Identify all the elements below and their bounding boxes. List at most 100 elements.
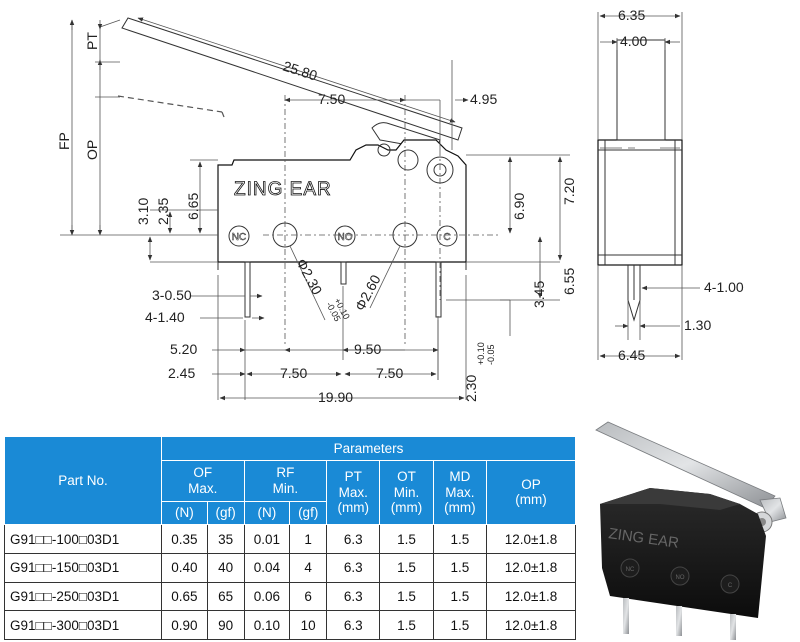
drawing-terminal-no: NO (338, 232, 353, 243)
dim-7-50-right: 7.50 (376, 365, 403, 381)
dim-fp: FP (56, 132, 72, 150)
lever-free-tip (221, 111, 225, 118)
table-cell: 0.10 (243, 610, 291, 640)
side-view (597, 39, 683, 322)
dim-6-35: 6.35 (618, 7, 645, 23)
table-cell: 0.35 (161, 524, 208, 554)
dim-2-30-pin-tol-top: +0.10 (476, 342, 486, 365)
table-cell: 0.01 (243, 524, 291, 554)
dim-25-80: 25.80 (281, 58, 319, 84)
table-cell: 10 (289, 610, 328, 640)
header-rf-unit-gf: (gf) (289, 500, 328, 526)
table-cell: 0.40 (161, 553, 208, 583)
part-number-cell: G91□□-300□03D1 (4, 610, 162, 640)
dim-3-0-50: 3-0.50 (152, 287, 192, 303)
dim-7-20: 7.20 (561, 178, 577, 205)
dim-3-10: 3.10 (135, 198, 151, 225)
table-cell: 1.5 (432, 553, 488, 583)
dim-19-90: 19.90 (318, 389, 353, 405)
switch-body: ZING EAR NC NO C (217, 139, 467, 263)
photo-terminal-no: NO (676, 575, 685, 581)
dim-2-30-pin-tol-bot: -0.05 (486, 344, 496, 365)
dim-9-50: 9.50 (354, 341, 381, 357)
photo-pin-no (676, 606, 682, 636)
dim-dia-2-60: Φ2.60 (352, 272, 384, 314)
dim-7-50-left: 7.50 (280, 365, 307, 381)
photo-terminal-nc: NC (626, 567, 635, 573)
table-cell: 4 (289, 553, 328, 583)
drawing-terminal-c: C (443, 232, 450, 243)
dim-4-95: 4.95 (470, 91, 497, 107)
header-part-no: Part No. (4, 435, 162, 526)
table-cell: 0.90 (161, 610, 208, 640)
drawing-terminal-nc: NC (232, 232, 246, 243)
table-cell: 90 (206, 610, 245, 640)
dim-2-30-pin: 2.30 (463, 375, 479, 402)
table-cell: 6.3 (326, 524, 381, 554)
part-number-cell: G91□□-150□03D1 (4, 553, 162, 583)
technical-drawing: ZING EAR NC NO C 25.80 7.50 4.95 PT FP O… (56, 7, 744, 405)
table-cell: 12.0±1.8 (486, 524, 576, 554)
photo-pin-nc (623, 598, 629, 634)
dim-2-35: 2.35 (155, 198, 171, 225)
table-cell: 65 (206, 581, 245, 612)
dim-6-55: 6.55 (561, 268, 577, 295)
header-of-unit-gf: (gf) (206, 500, 245, 526)
dim-2-45: 2.45 (168, 365, 195, 381)
dim-5-20: 5.20 (170, 341, 197, 357)
table-cell: 0.04 (243, 553, 291, 583)
table-cell: 6 (289, 581, 328, 612)
dim-4-1-00: 4-1.00 (704, 279, 744, 295)
table-cell: 1.5 (432, 581, 488, 612)
dim-6-65: 6.65 (185, 193, 201, 220)
dim-6-45: 6.45 (618, 347, 645, 363)
table-cell: 6.3 (326, 581, 381, 612)
photo-terminal-c: C (728, 583, 733, 589)
dim-6-90: 6.90 (511, 193, 527, 220)
table-cell: 1.5 (379, 581, 434, 612)
dim-7-50-top: 7.50 (318, 91, 345, 107)
table-cell: 0.06 (243, 581, 291, 612)
table-cell: 1.5 (432, 610, 488, 640)
header-parameters: Parameters (161, 436, 576, 461)
table-cell: 12.0±1.8 (486, 553, 576, 583)
table-cell: 1.5 (432, 524, 488, 554)
table-cell: 1 (289, 524, 328, 554)
table-cell: 1.5 (379, 610, 434, 640)
table-cell: 6.3 (326, 553, 381, 583)
table-cell: 0.65 (161, 581, 208, 612)
header-op: OP(mm) (486, 459, 576, 526)
table-cell: 12.0±1.8 (486, 581, 576, 612)
table-cell: 35 (206, 524, 245, 554)
dim-pt: PT (84, 32, 100, 50)
part-number-cell: G91□□-100□03D1 (4, 524, 162, 554)
photo-pin-c (730, 614, 736, 640)
dim-1-30: 1.30 (684, 317, 711, 333)
part-number-cell: G91□□-250□03D1 (4, 581, 162, 612)
dim-4-1-40: 4-1.40 (145, 309, 185, 325)
header-rf-unit-n: (N) (243, 500, 291, 526)
terminal-pins (217, 261, 467, 318)
table-cell: 12.0±1.8 (486, 610, 576, 640)
dim-4-00: 4.00 (620, 33, 647, 49)
table-cell: 1.5 (379, 524, 434, 554)
dim-3-45: 3.45 (531, 281, 547, 308)
table-cell: 6.3 (326, 610, 381, 640)
table-cell: 1.5 (379, 553, 434, 583)
table-cell: 40 (206, 553, 245, 583)
header-of-unit-n: (N) (161, 500, 208, 526)
product-photo: ZING EAR NC NO C (595, 421, 787, 640)
dim-op: OP (84, 140, 100, 160)
